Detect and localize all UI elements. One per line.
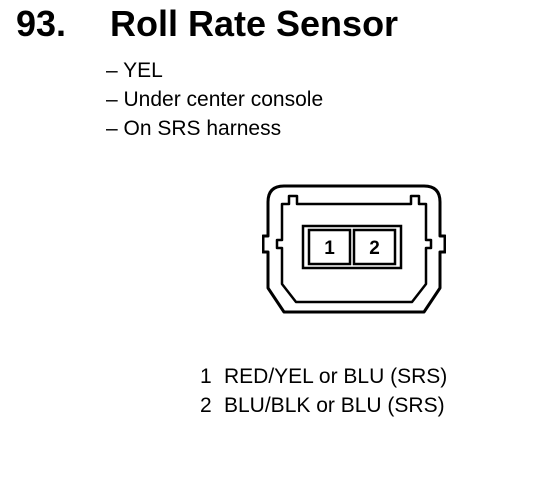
pinout-pin-number: 1 [200, 365, 212, 388]
pinout-row: 2 BLU/BLK or BLU (SRS) [200, 391, 447, 420]
pin-cavity-frame [301, 224, 403, 270]
pin-1-cell [307, 228, 352, 266]
connector-diagram: 1 2 [262, 184, 446, 314]
pinout-pin-number: 2 [200, 394, 212, 417]
pinout-row: 1 RED/YEL or BLU (SRS) [200, 362, 447, 391]
connector-housing-outer [262, 184, 446, 314]
pin-1-label: 1 [324, 238, 335, 259]
pinout-list: 1 RED/YEL or BLU (SRS) 2 BLU/BLK or BLU (S… [200, 362, 447, 420]
component-name: Roll Rate Sensor [110, 3, 399, 44]
component-number: 93. [16, 3, 67, 44]
pin-2-label: 2 [369, 238, 380, 259]
pinout-wire-color: BLU/BLK or BLU (SRS) [224, 394, 445, 417]
note-location: – Under center console [106, 88, 324, 111]
component-notes: – YEL – Under center console – On SRS ha… [106, 56, 323, 143]
pin-2-cell [352, 228, 397, 266]
note-harness: – On SRS harness [106, 117, 282, 140]
pinout-wire-color: RED/YEL or BLU (SRS) [224, 365, 448, 388]
note-color: – YEL [106, 59, 163, 82]
page-title: 93. Roll Rate Sensor [16, 2, 398, 46]
connector-housing-inner [275, 194, 433, 304]
